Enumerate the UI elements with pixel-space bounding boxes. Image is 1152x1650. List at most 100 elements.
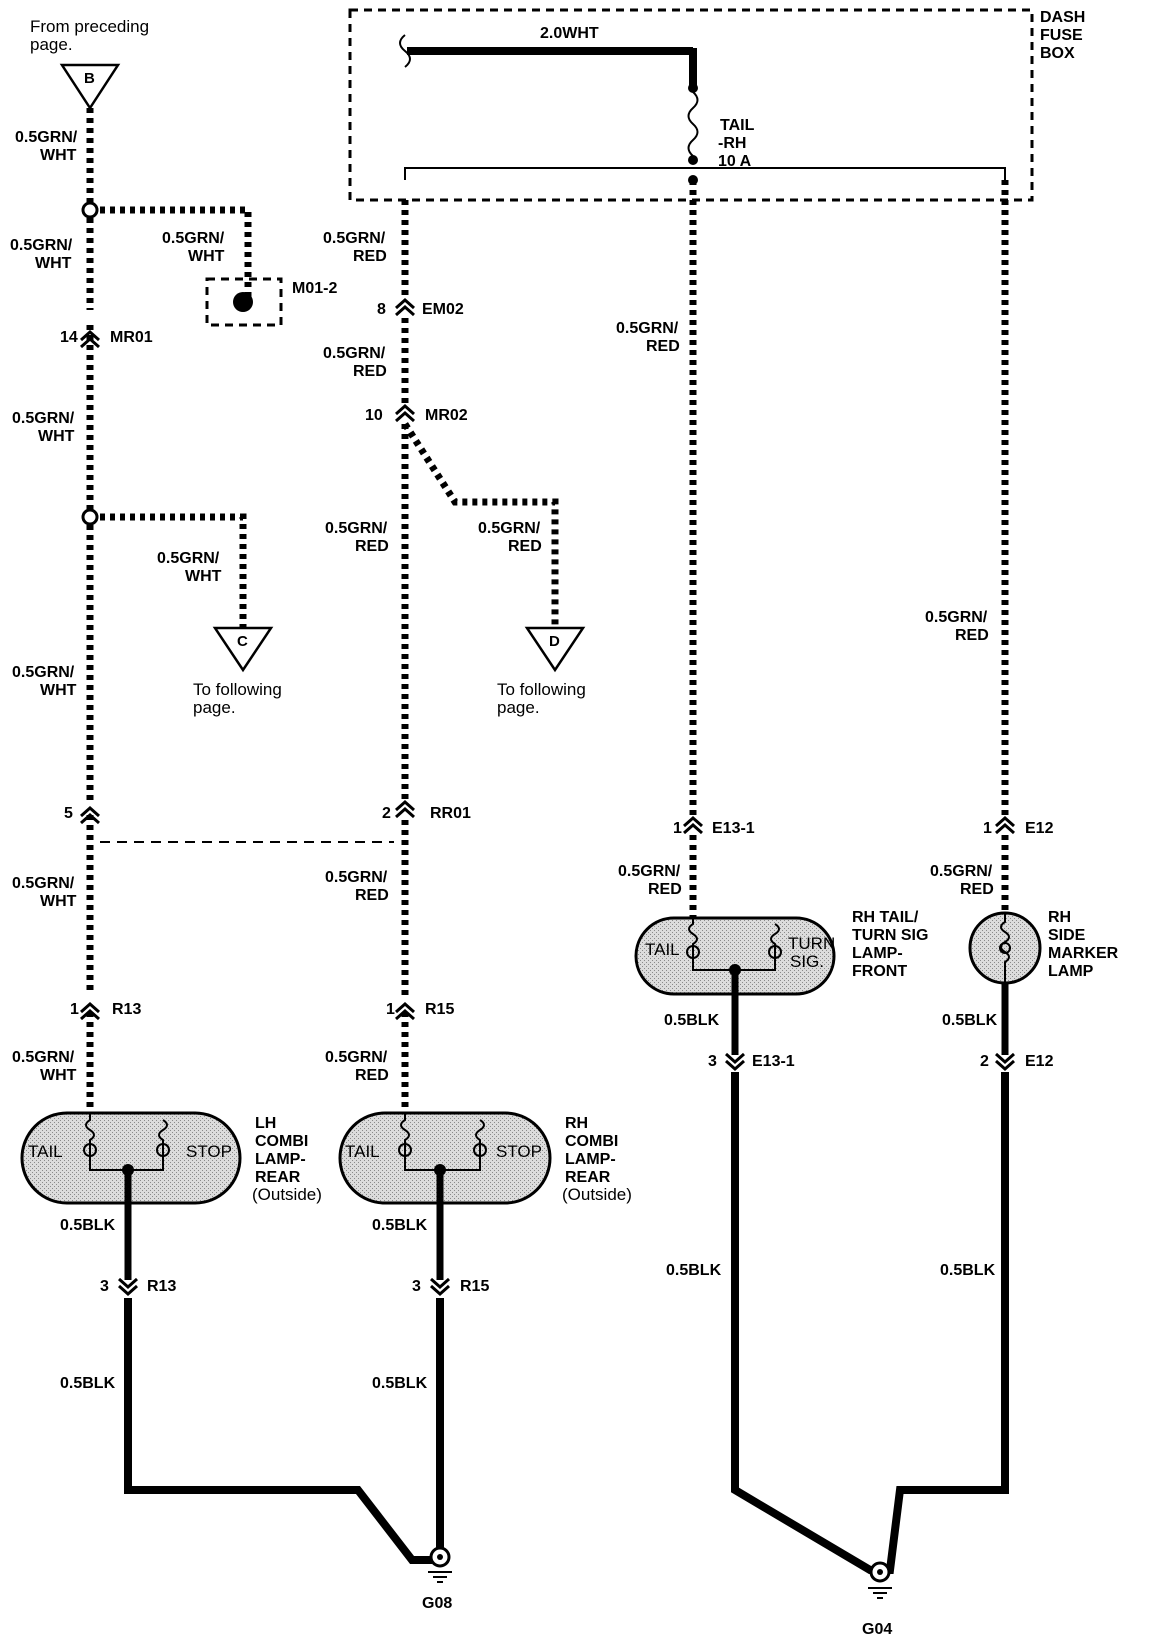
- lh-combi-label-4: REAR: [255, 1169, 301, 1186]
- m01-2-terminal: [233, 292, 253, 312]
- r13-top-name: R13: [112, 1001, 141, 1018]
- e12-bot-pin: 2: [980, 1053, 989, 1070]
- e13-1-top-pin: 1: [673, 820, 682, 837]
- lh-ground-path: 0.5BLK 0.5BLK 3 R13: [60, 1170, 432, 1564]
- wire-label: 0.5GRN/: [925, 609, 988, 626]
- wire-label: 0.5GRN/: [10, 237, 73, 254]
- wire-label: RED: [648, 881, 682, 898]
- em02-name: EM02: [422, 301, 464, 318]
- wire-label: 0.5GRN/: [12, 410, 75, 427]
- lh-circuit: M01-2 C To following page. 0.5GRN/ WHT 0…: [10, 108, 337, 1110]
- offpage-triangle-d: [524, 626, 586, 673]
- wire-label: 0.5BLK: [942, 1012, 998, 1029]
- fuse-box-title-line1: DASH: [1040, 9, 1085, 26]
- rh-combi-circuit: D To following page. 0.5GRN/ RED 0.5GRN/…: [323, 200, 586, 1110]
- offpage-triangle-c: [212, 626, 274, 673]
- wire-label: 0.5GRN/: [12, 1049, 75, 1066]
- fuse-tail-rh-icon: [687, 91, 699, 157]
- r15-bot-pin: 3: [412, 1278, 421, 1295]
- splice-1: [81, 201, 99, 219]
- m01-2-label: M01-2: [292, 280, 337, 297]
- main-wire-label: 2.0WHT: [540, 25, 599, 42]
- branch-to-c: [90, 513, 247, 628]
- wire-label: RED: [960, 881, 994, 898]
- lh-combi-label-2: COMBI: [255, 1133, 308, 1150]
- wire-label: 0.5GRN/: [323, 230, 386, 247]
- rh-combi-label-3: LAMP-: [565, 1151, 616, 1168]
- connector-e12-bot: [994, 1052, 1016, 1071]
- rr01-right-name: RR01: [430, 805, 471, 822]
- lh-combi-label-3: LAMP-: [255, 1151, 306, 1168]
- e13-1-bot-pin: 3: [708, 1053, 717, 1070]
- rh-combi-lamp: TAIL STOP RH COMBI LAMP- REAR (Outside): [338, 1111, 632, 1205]
- wire-label: RED: [955, 627, 989, 644]
- rh-combi-label-2: COMBI: [565, 1133, 618, 1150]
- rh-side-marker-lamp: RH SIDE MARKER LAMP: [968, 909, 1119, 985]
- r13-bot-pin: 3: [100, 1278, 109, 1295]
- mr02-name: MR02: [425, 407, 468, 424]
- r15-top-pin: 1: [386, 1001, 395, 1018]
- wire-label: 0.5BLK: [372, 1375, 428, 1392]
- rh-tail-turn-label-4: FRONT: [852, 963, 907, 980]
- wire-label: WHT: [38, 428, 75, 445]
- to-d-line2: page.: [497, 698, 540, 717]
- fuse-box-title-line2: FUSE: [1040, 27, 1083, 44]
- branch-to-m01-2: [90, 206, 252, 298]
- wire-label: WHT: [40, 682, 77, 699]
- connector-e12-top: [994, 816, 1016, 835]
- wire-label: 0.5GRN/: [325, 1049, 388, 1066]
- wire-label: 0.5GRN/: [618, 863, 681, 880]
- wire-label: 0.5BLK: [60, 1217, 116, 1234]
- connector-mr02: [394, 404, 416, 423]
- wire-label: 0.5GRN/: [157, 550, 220, 567]
- wire-label: RED: [508, 538, 542, 555]
- connector-mr01: [79, 330, 101, 349]
- wire-label: WHT: [35, 255, 72, 272]
- mr01-name: MR01: [110, 329, 153, 346]
- wire-label: 0.5GRN/: [12, 664, 75, 681]
- to-c-line1: To following: [193, 680, 282, 699]
- rh-tail-turn-lamp: TAIL TURN SIG. RH TAIL/ TURN SIG LAMP- F…: [634, 909, 928, 996]
- connector-em02: [394, 298, 416, 317]
- wire-label: 0.5GRN/: [323, 345, 386, 362]
- from-preceding-line1: From preceding: [30, 17, 149, 36]
- connector-rr01-right: [394, 800, 416, 819]
- wire-label: RED: [355, 538, 389, 555]
- e12-top-name: E12: [1025, 820, 1054, 837]
- side-marker-label-2: SIDE: [1048, 927, 1086, 944]
- ground-g04: G04: [862, 1561, 892, 1638]
- wire-label: 0.5GRN/: [12, 875, 75, 892]
- e12-bot-name: E12: [1025, 1053, 1054, 1070]
- rr01-left-pin: 5: [64, 805, 73, 822]
- fuse-box-title-line3: BOX: [1040, 45, 1075, 62]
- rh-tail-turn-label-2: TURN SIG: [852, 927, 928, 944]
- rh-front-circuit: 0.5GRN/ RED 0.5GRN/ RED 1 E13-1: [616, 180, 755, 920]
- rh-combi-label-4: REAR: [565, 1169, 611, 1186]
- rr01-right-pin: 2: [382, 805, 391, 822]
- connector-r13-bot: [117, 1277, 139, 1296]
- rh-front-ground-path: 0.5BLK 0.5BLK 3 E13-1: [664, 970, 880, 1574]
- e12-top-pin: 1: [983, 820, 992, 837]
- wire-label: WHT: [40, 147, 77, 164]
- wire-label: 0.5GRN/: [162, 230, 225, 247]
- wire-label: RED: [353, 248, 387, 265]
- connector-e13-1-top: [682, 816, 704, 835]
- lh-combi-label-1: LH: [255, 1115, 276, 1132]
- wire-label: 0.5GRN/: [325, 520, 388, 537]
- side-marker-label-3: MARKER: [1048, 945, 1119, 962]
- wire-label: 0.5GRN/: [478, 520, 541, 537]
- lh-tail-label: TAIL: [28, 1142, 63, 1161]
- e13-1-bot-name: E13-1: [752, 1053, 795, 1070]
- to-c-line2: page.: [193, 698, 236, 717]
- wire-label: WHT: [185, 568, 222, 585]
- connector-e13-1-bot: [724, 1052, 746, 1071]
- offpage-letter-c: C: [237, 633, 248, 650]
- front-turn-label-2: SIG.: [790, 952, 824, 971]
- lh-combi-label-5: (Outside): [252, 1185, 322, 1204]
- wire-label: RED: [355, 887, 389, 904]
- connector-rr01-left: [79, 806, 101, 825]
- r13-bot-name: R13: [147, 1278, 176, 1295]
- e13-1-top-name: E13-1: [712, 820, 755, 837]
- dash-fuse-box: 2.0WHT TAIL -RH 10 A DASH FUSE BOX: [348, 8, 1085, 202]
- to-d-line1: To following: [497, 680, 586, 699]
